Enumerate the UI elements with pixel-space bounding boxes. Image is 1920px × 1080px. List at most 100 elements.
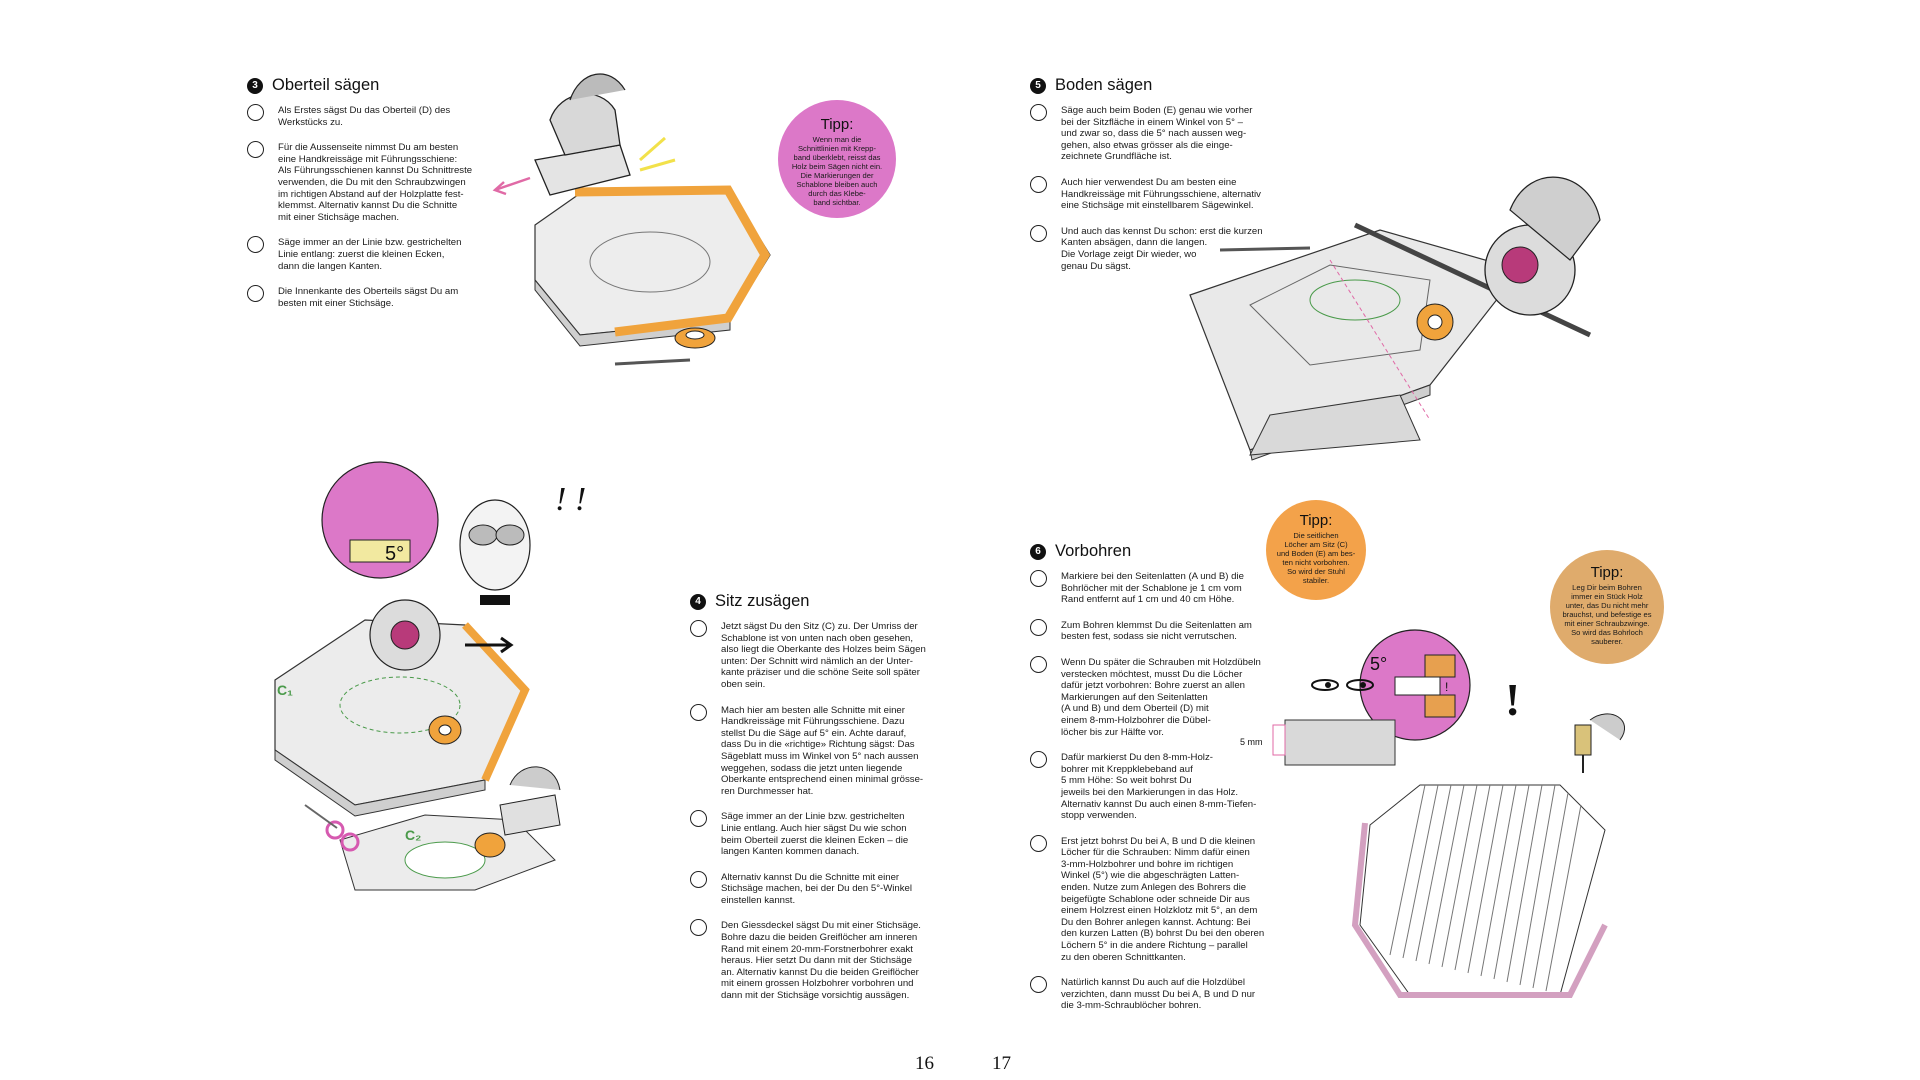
step-checkbox[interactable] bbox=[1030, 224, 1047, 242]
section-vorbohren: 6 Vorbohren Markiere bei den Seitenlatte… bbox=[1030, 542, 1275, 1026]
step-checkbox[interactable] bbox=[690, 870, 707, 888]
step-item: Den Giessdeckel sägst Du mit einer Stich… bbox=[690, 919, 940, 1002]
step-item: Auch hier verwendest Du am besten eine H… bbox=[1030, 175, 1265, 212]
step-number-badge: 3 bbox=[247, 77, 263, 94]
step-item: Alternativ kannst Du die Schnitte mit ei… bbox=[690, 870, 940, 907]
tape-roll-icon bbox=[1416, 303, 1454, 341]
exclaim-mark: ! ! bbox=[555, 481, 586, 518]
step-item: Als Erstes sägst Du das Oberteil (D) des… bbox=[247, 104, 482, 128]
exclaim-mark: ! bbox=[1505, 674, 1520, 725]
step-text: Jetzt sägst Du den Sitz (C) zu. Der Umri… bbox=[721, 621, 926, 690]
tipp-title: Tipp: bbox=[1590, 564, 1624, 581]
tipp-title: Tipp: bbox=[820, 116, 854, 133]
exclaim-small: ! bbox=[1445, 680, 1448, 694]
step-item: Mach hier am besten alle Schnitte mit ei… bbox=[690, 703, 940, 798]
step-checkbox[interactable] bbox=[690, 703, 707, 721]
step-checkbox[interactable] bbox=[1030, 976, 1047, 994]
pencil-icon bbox=[614, 358, 691, 366]
magnify-circle-saw-angle: 5° bbox=[321, 461, 439, 579]
page-number-left: 16 bbox=[915, 1053, 934, 1074]
section-sitz-zusaegen: 4 Sitz zusägen Jetzt sägst Du den Sitz (… bbox=[690, 592, 940, 1016]
step-text: Alternativ kannst Du die Schnitte mit ei… bbox=[721, 871, 913, 906]
jigsaw-icon bbox=[534, 73, 676, 196]
arrow-pink-left bbox=[492, 176, 531, 196]
step-checkbox[interactable] bbox=[1030, 570, 1047, 587]
step-item: Erst jetzt bohrst Du bei A, B und D die … bbox=[1030, 834, 1275, 964]
step-checkbox[interactable] bbox=[1030, 618, 1047, 636]
scissors-icon bbox=[304, 804, 360, 852]
step-checkbox[interactable] bbox=[690, 919, 707, 937]
step-text: Auch hier verwendest Du am besten eine H… bbox=[1061, 176, 1261, 212]
illustration-vorbohren: 5° ! ! 5 mm bbox=[1240, 629, 1626, 998]
section-oberteil-saegen: 3 Oberteil sägen Als Erstes sägst Du das… bbox=[247, 76, 482, 323]
illustration-oberteil bbox=[492, 73, 771, 366]
section-header: 3 Oberteil sägen bbox=[247, 76, 482, 95]
angle-label: 5° bbox=[1370, 654, 1387, 674]
step-text: Erst jetzt bohrst Du bei A, B und D die … bbox=[1061, 835, 1265, 963]
step-text: Säge auch beim Boden (E) genau wie vorhe… bbox=[1061, 105, 1253, 163]
goggles-person-icon bbox=[459, 499, 531, 605]
cut-line bbox=[1329, 259, 1431, 421]
pencil-icon bbox=[1219, 246, 1311, 252]
step-text: Die Innenkante des Oberteils sägst Du am… bbox=[278, 286, 459, 309]
drill-icon bbox=[1574, 713, 1626, 773]
magnify-circle-drill-angle: 5° ! bbox=[1359, 629, 1471, 741]
tipp-text: Leg Dir beim Bohren immer ein Stück Holz… bbox=[1562, 583, 1652, 646]
tipp-bubble-seitliche-loecher: Tipp: Die seitlichen Löcher am Sitz (C) … bbox=[1266, 500, 1366, 600]
eyes-icon bbox=[1311, 679, 1374, 691]
section-title: Vorbohren bbox=[1055, 542, 1132, 560]
step-text: Säge immer an der Linie bzw. gestrichelt… bbox=[278, 237, 462, 272]
step-text: Säge immer an der Linie bzw. gestrichelt… bbox=[721, 811, 909, 858]
tape-roll-icon bbox=[428, 715, 506, 858]
section-title: Boden sägen bbox=[1055, 76, 1153, 94]
step-checkbox[interactable] bbox=[690, 620, 707, 637]
illustration-boden bbox=[1189, 176, 1601, 461]
step-checkbox[interactable] bbox=[247, 141, 264, 159]
section-boden-saegen: 5 Boden sägen Säge auch beim Boden (E) g… bbox=[1030, 76, 1265, 286]
step-item: Dafür markierst Du den 8-mm-Holz- bohrer… bbox=[1030, 751, 1275, 822]
step-text: Dafür markierst Du den 8-mm-Holz- bohrer… bbox=[1061, 752, 1257, 822]
step-item: Jetzt sägst Du den Sitz (C) zu. Der Umri… bbox=[690, 620, 940, 691]
section-header: 6 Vorbohren bbox=[1030, 542, 1275, 561]
step-item: Wenn Du später die Schrauben mit Holzdüb… bbox=[1030, 655, 1275, 738]
step-text: Den Giessdeckel sägst Du mit einer Stich… bbox=[721, 920, 921, 1002]
jigsaw-icon bbox=[499, 766, 561, 836]
section-header: 5 Boden sägen bbox=[1030, 76, 1265, 95]
step-item: Natürlich kannst Du auch auf die Holzdüb… bbox=[1030, 976, 1275, 1012]
label-c1: C₁ bbox=[277, 682, 293, 698]
tipp-text: Die seitlichen Löcher am Sitz (C) und Bo… bbox=[1276, 531, 1356, 585]
guide-rail bbox=[1353, 222, 1592, 338]
tape-roll-icon bbox=[674, 327, 716, 349]
step-checkbox[interactable] bbox=[247, 285, 264, 303]
step-item: Säge auch beim Boden (E) genau wie vorhe… bbox=[1030, 104, 1265, 163]
step-checkbox[interactable] bbox=[1030, 751, 1047, 769]
tipp-bubble-holz-unterlegen: Tipp: Leg Dir beim Bohren immer ein Stüc… bbox=[1550, 550, 1664, 664]
step-checkbox[interactable] bbox=[247, 236, 264, 254]
step-text: Wenn Du später die Schrauben mit Holzdüb… bbox=[1061, 656, 1261, 738]
step-checkbox[interactable] bbox=[247, 104, 264, 121]
step-item: Die Innenkante des Oberteils sägst Du am… bbox=[247, 285, 482, 309]
step-text: Natürlich kannst Du auch auf die Holzdüb… bbox=[1061, 977, 1256, 1012]
step-checkbox[interactable] bbox=[690, 810, 707, 828]
step-text: Für die Aussenseite nimmst Du am besten … bbox=[278, 142, 473, 223]
step-checkbox[interactable] bbox=[1030, 655, 1047, 673]
step-item: Säge immer an der Linie bzw. gestrichelt… bbox=[690, 810, 940, 858]
step-item: Markiere bei den Seitenlatten (A und B) … bbox=[1030, 570, 1275, 606]
step-item: Und auch das kennst Du schon: erst die k… bbox=[1030, 224, 1265, 272]
section-title: Oberteil sägen bbox=[272, 76, 380, 94]
step-number-badge: 4 bbox=[690, 593, 706, 610]
step-checkbox[interactable] bbox=[1030, 175, 1047, 193]
board-oberteil bbox=[534, 185, 771, 347]
arrow-right bbox=[465, 636, 514, 654]
step-item: Für die Aussenseite nimmst Du am besten … bbox=[247, 141, 482, 223]
step-checkbox[interactable] bbox=[1030, 834, 1047, 852]
drill-depth-detail: 5 mm bbox=[1240, 719, 1396, 766]
illustration-sitz: 5° ! ! C₁ C₂ bbox=[274, 461, 586, 891]
step-text: Als Erstes sägst Du das Oberteil (D) des… bbox=[278, 105, 451, 128]
tipp-text: Wenn man die Schnittlinien mit Krepp- ba… bbox=[791, 135, 883, 207]
step-text: Markiere bei den Seitenlatten (A und B) … bbox=[1061, 571, 1244, 606]
step-item: Zum Bohren klemmst Du die Seitenlatten a… bbox=[1030, 618, 1275, 643]
step-checkbox[interactable] bbox=[1030, 104, 1047, 121]
step-text: Zum Bohren klemmst Du die Seitenlatten a… bbox=[1061, 619, 1252, 643]
section-title: Sitz zusägen bbox=[715, 592, 810, 610]
